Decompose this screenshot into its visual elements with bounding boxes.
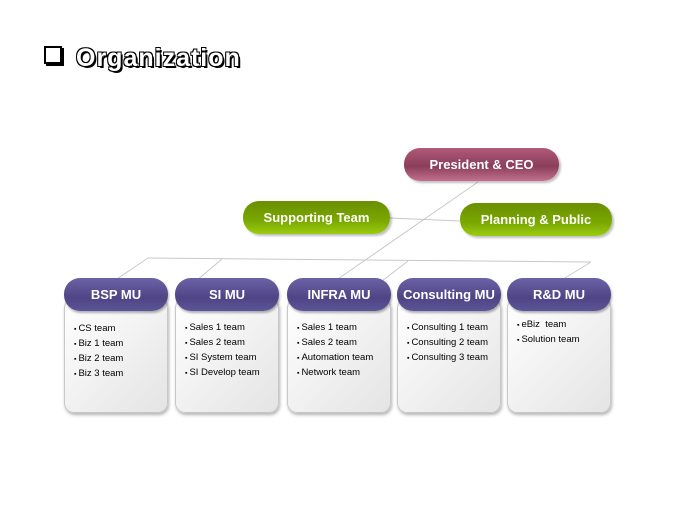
mu-title: BSP MU [64, 278, 168, 311]
staff-connector [389, 217, 461, 222]
team-item: Biz 3 team [74, 367, 123, 382]
team-item: SI Develop team [185, 366, 259, 381]
team-item: Sales 1 team [185, 321, 260, 336]
team-item: Sales 2 team [185, 336, 260, 351]
team-item: Network team [297, 366, 373, 381]
supporting-team-node: Supporting Team [243, 201, 390, 234]
team-item: eBiz team [517, 318, 580, 333]
team-item: Consulting 1 team [407, 321, 488, 336]
team-list: Sales 1 team Sales 2 team Automation tea… [297, 321, 373, 381]
mu-title: Consulting MU [397, 278, 501, 311]
team-item: Consulting 3 team [407, 351, 488, 366]
team-list: eBiz team Solution team [517, 318, 580, 348]
team-list: Consulting 1 team Consulting 2 team Cons… [407, 321, 488, 366]
mu-bus-line [147, 257, 592, 263]
team-item: Consulting 2 team [407, 336, 488, 351]
president-ceo-node: President & CEO [404, 148, 559, 181]
team-item: Sales 1 team [297, 321, 373, 336]
team-list: Sales 1 team Sales 2 team SI System team… [185, 321, 260, 381]
mu-title: INFRA MU [287, 278, 391, 311]
team-item: Sales 2 team [297, 336, 373, 351]
team-item: Automation team [297, 351, 373, 366]
team-item: Biz 1 team [74, 337, 123, 352]
slide-title: Organization [44, 44, 241, 73]
ceo-connector [334, 181, 479, 282]
planning-public-node: Planning & Public [460, 203, 612, 236]
title-text: Organization [76, 44, 241, 72]
checkbox-bullet-icon [44, 46, 62, 64]
mu-title: R&D MU [507, 278, 611, 311]
team-item: CS team [74, 322, 123, 337]
team-item: Biz 2 team [74, 352, 123, 367]
mu-title: SI MU [175, 278, 279, 311]
team-item: Solution team [517, 333, 579, 348]
team-item: SI System team [185, 351, 260, 366]
team-list: CS team Biz 1 team Biz 2 team Biz 3 team [74, 322, 123, 382]
